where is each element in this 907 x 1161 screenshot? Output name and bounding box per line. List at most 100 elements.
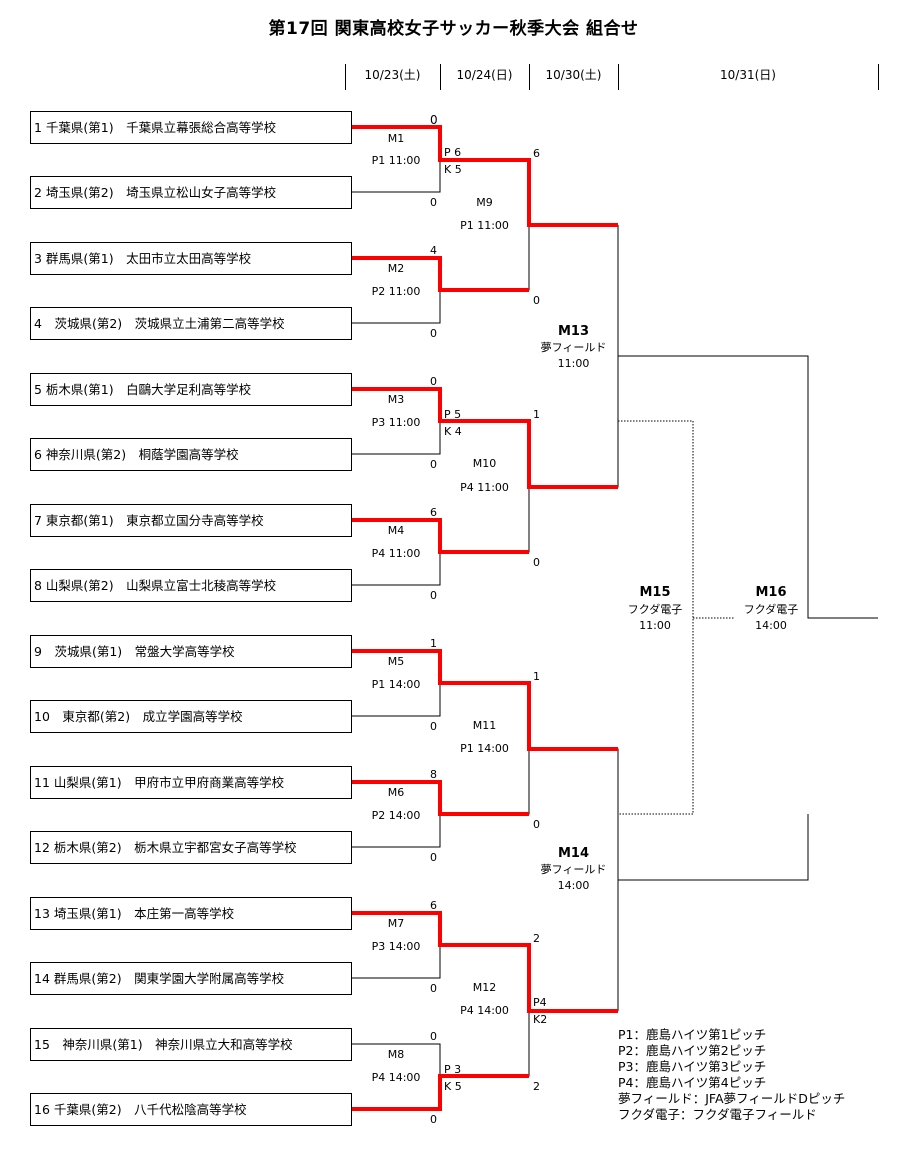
match-time: 11:00 [557,357,590,370]
date-round3: 10/30(土) [545,68,602,82]
score: 0 [430,851,437,864]
match-id: M6 [387,786,405,799]
match-id: M1 [387,132,405,145]
match-id: M16 [755,585,787,600]
score: 0 [533,818,540,831]
team-entry: 10 東京都(第2) 成立学園高等学校 [30,700,352,733]
match-id: M7 [387,917,405,930]
pk-score: P 6 [444,146,462,159]
score: 6 [430,506,437,519]
match-id: M13 [557,324,590,339]
match-venue: P4 11:00 [371,547,421,560]
match-id: M5 [387,655,405,668]
match-venue: フクダ電子 [627,603,683,616]
legend-item: 夢フィールド：JFA夢フィールドDピッチ [618,1091,846,1106]
score: 0 [430,720,437,733]
score: 0 [430,458,437,471]
legend-item: フクダ電子：フクダ電子フィールド [618,1107,817,1122]
match-venue: P4 14:00 [371,1071,421,1084]
date-divider [345,64,346,90]
pk-score: K2 [533,1013,548,1026]
date-finals: 10/31(日) [720,68,776,82]
legend-item: P3：鹿島ハイツ第3ピッチ [618,1059,767,1074]
score: 0 [430,982,437,995]
team-entry: 8 山梨県(第2) 山梨県立富士北稜高等学校 [30,569,352,602]
date-divider [878,64,879,90]
score: 1 [533,670,540,683]
pk-score: K 4 [444,425,462,438]
score: 0 [430,1113,437,1126]
pk-score: P4 [533,996,547,1009]
pk-score: K 5 [444,163,462,176]
date-divider [618,64,619,90]
match-id: M8 [387,1048,405,1061]
team-entry: 4 茨城県(第2) 茨城県立土浦第二高等学校 [30,307,352,340]
team-entry: 16 千葉県(第2) 八千代松陰高等学校 [30,1093,352,1126]
legend-item: P1：鹿島ハイツ第1ピッチ [618,1027,767,1042]
team-entry: 5 栃木県(第1) 白鷗大学足利高等学校 [30,373,352,406]
date-divider [440,64,441,90]
score: 0 [430,375,437,388]
match-venue: P1 11:00 [460,219,509,232]
score: 2 [533,1080,540,1093]
score: 0 [533,556,540,569]
match-id: M4 [387,524,405,537]
team-entry: 6 神奈川県(第2) 桐蔭学園高等学校 [30,438,352,471]
date-divider [529,64,530,90]
match-time: 14:00 [557,879,590,892]
match-venue: P3 14:00 [371,940,421,953]
score: 2 [533,932,540,945]
match-venue: P4 11:00 [460,481,509,494]
score: 8 [430,768,437,781]
bracket-dotted-lines [618,420,735,815]
score: 1 [430,637,437,650]
date-round2: 10/24(日) [456,68,513,82]
team-entry: 13 埼玉県(第1) 本庄第一高等学校 [30,897,352,930]
team-entry: 7 東京都(第1) 東京都立国分寺高等学校 [30,504,352,537]
pk-score: K 5 [444,1080,462,1093]
pk-score: P 3 [444,1063,462,1076]
score: 0 [533,294,540,307]
match-id: M9 [476,196,493,209]
match-venue: P1 11:00 [371,154,421,167]
match-id: M14 [557,846,590,861]
match-venue: P3 11:00 [371,416,421,429]
match-venue: 夢フィールド [540,341,607,354]
match-venue: P2 14:00 [371,809,421,822]
bracket-winner-lines [352,125,618,1111]
match-venue: 夢フィールド [540,863,607,876]
match-time: 11:00 [639,619,671,632]
match-venue: P4 14:00 [460,1004,509,1017]
legend-item: P4：鹿島ハイツ第4ピッチ [618,1075,767,1090]
score: 6 [430,899,437,912]
match-time: 14:00 [755,619,787,632]
team-entry: 3 群馬県(第1) 太田市立太田高等学校 [30,242,352,275]
team-entry: 15 神奈川県(第1) 神奈川県立大和高等学校 [30,1028,352,1061]
team-entry: 9 茨城県(第1) 常盤大学高等学校 [30,635,352,668]
score: 0 [430,196,437,209]
match-id: M10 [472,457,497,470]
pk-score: P 5 [444,408,462,421]
match-id: M2 [387,262,405,275]
team-entry: 12 栃木県(第2) 栃木県立宇都宮女子高等学校 [30,831,352,864]
date-round1: 10/23(土) [364,68,421,82]
score: 1 [533,408,540,421]
match-venue: P1 14:00 [371,678,421,691]
score: 0 [430,113,438,127]
team-entry: 11 山梨県(第1) 甲府市立甲府商業高等学校 [30,766,352,799]
match-id: M12 [472,981,497,994]
score: 4 [430,244,437,257]
score: 0 [430,1030,437,1043]
match-venue: フクダ電子 [743,603,799,616]
score: 6 [533,147,540,160]
team-entry: 14 群馬県(第2) 関東学園大学附属高等学校 [30,962,352,995]
team-entry: 2 埼玉県(第2) 埼玉県立松山女子高等学校 [30,176,352,209]
score: 0 [430,589,437,602]
legend-item: P2：鹿島ハイツ第2ピッチ [618,1043,767,1058]
match-venue: P1 14:00 [460,742,509,755]
venue-legend: P1：鹿島ハイツ第1ピッチ P2：鹿島ハイツ第2ピッチ P3：鹿島ハイツ第3ピッ… [618,1027,845,1123]
match-id: M3 [387,393,405,406]
match-venue: P2 11:00 [371,285,421,298]
page-title: 第17回 関東高校女子サッカー秋季大会 組合せ [268,19,639,39]
